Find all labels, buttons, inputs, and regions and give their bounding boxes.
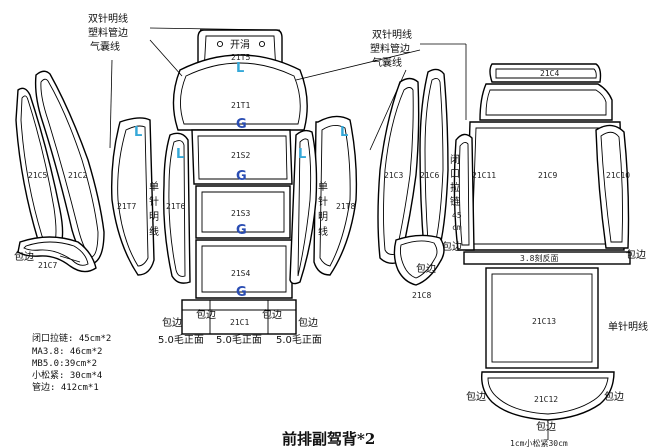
kaijuan-label: 开涓 [230,39,250,51]
grain-mark-l: L [176,147,184,162]
binding-label: 包边 [262,308,282,321]
binding-label: 包边 [14,250,34,263]
piece-21T8 [313,115,358,276]
code-21C5: 21C5 [28,171,47,180]
spec-line: 小松紧: 30cm*4 [32,369,102,381]
piece-21C1 [181,299,297,335]
svg-text:明: 明 [149,211,159,223]
svg-text:线: 线 [318,225,328,238]
spec-line: MB5.0:39cm*2 [32,359,97,369]
code-21C1: 21C1 [230,318,249,327]
grain-mark-l: L [134,125,142,140]
code-21C3: 21C3 [384,171,403,180]
spec-line: 管边: 412cm*1 [32,381,99,393]
code-21C8: 21C8 [412,291,431,300]
leader-lines [59,27,467,263]
grain-mark-g: G [236,223,247,238]
closed-zip-label: 闭 口 拉 链 45 cm [450,153,462,232]
code-21C2: 21C2 [68,171,87,180]
code-21C4: 21C4 [540,69,559,78]
code-21C11: 21C11 [472,171,496,180]
piece-21S2 [191,129,293,185]
elastic-label: 1cm小松紧30cm [510,438,568,448]
grain-mark-l: L [340,125,348,140]
piece-21T6 [162,132,191,284]
grain-mark-l: L [236,61,244,76]
spec-line: MA3.8: 46cm*2 [32,347,102,357]
piece-21C6 [419,68,449,253]
binding-label: 包边 [536,420,556,433]
piece-21S3 [195,185,291,239]
piece-21C13 [485,267,599,369]
reverse-face-strip [463,251,631,265]
binding-label: 包边 [442,240,462,253]
single-stitch-c13: 单针明线 [608,320,648,333]
piece-21S4 [195,239,293,299]
svg-text:明: 明 [318,211,328,223]
binding-label: 包边 [196,308,216,321]
single-stitch-right: 单 针 明 线 [318,181,328,238]
svg-text:45: 45 [452,211,462,220]
code-21T5: 21T5 [231,53,250,62]
code-21S4: 21S4 [231,269,250,278]
code-21S3: 21S3 [231,209,250,218]
svg-text:单: 单 [149,181,159,193]
grain-mark-g: G [236,285,247,300]
svg-text:拉: 拉 [450,181,460,194]
binding-label: 包边 [162,316,182,329]
callout-right-stitch: 双针明线 塑料管边 气囊线 [370,28,412,69]
svg-text:双针明线: 双针明线 [88,12,128,25]
grain-mark-g: G [236,117,247,132]
code-21T7: 21T7 [117,202,136,211]
svg-text:链: 链 [450,195,460,208]
single-stitch-left: 单 针 明 线 [149,181,159,238]
svg-text:针: 针 [149,195,159,208]
code-21T8: 21T8 [336,202,355,211]
svg-text:气囊线: 气囊线 [372,56,402,69]
code-21C7: 21C7 [38,261,57,270]
binding-label: 包边 [298,316,318,329]
binding-label: 包边 [626,248,646,261]
binding-label: 包边 [604,390,624,403]
piece-21C7 [17,236,97,273]
svg-text:闭: 闭 [450,153,460,166]
binding-label: 包边 [466,390,486,403]
svg-text:塑料管边: 塑料管边 [370,42,410,55]
binding-label: 包边 [416,262,436,275]
code-21C12: 21C12 [534,395,558,404]
code-21T6: 21T6 [166,202,185,211]
spec-list: 闭口拉链: 45cm*2 MA3.8: 46cm*2 MB5.0:39cm*2 … [32,332,111,393]
code-21C6: 21C6 [420,171,439,180]
face-label: 5.0毛正面 [276,334,322,346]
code-21C10: 21C10 [606,171,630,180]
grain-mark-g: G [236,169,247,184]
diagram-title: 前排副驾背*2 [282,430,375,448]
svg-text:口: 口 [450,169,460,180]
piece-21C4 [489,63,602,83]
svg-text:针: 针 [318,195,328,208]
svg-text:线: 线 [149,225,159,238]
code-21S2: 21S2 [231,151,250,160]
piece-21C2 [34,70,105,265]
piece-21T7 [111,117,155,276]
callout-left-stitch: 双针明线 塑料管边 气囊线 [88,12,128,53]
piece-21T1 [172,54,308,131]
spec-line: 闭口拉链: 45cm*2 [32,332,111,344]
svg-text:双针明线: 双针明线 [372,28,412,41]
svg-text:单: 单 [318,181,328,193]
grain-mark-l: L [298,147,306,162]
svg-text:塑料管边: 塑料管边 [88,26,128,39]
piece-21C8 [393,234,445,286]
svg-text:cm: cm [452,223,462,232]
code-21T1: 21T1 [231,101,250,110]
svg-text:气囊线: 气囊线 [90,40,120,53]
reverse-face-label: 3.8刻反面 [520,253,558,263]
face-label: 5.0毛正面 [216,334,262,346]
face-label: 5.0毛正面 [158,334,204,346]
code-21C9: 21C9 [538,171,557,180]
code-21C13: 21C13 [532,317,556,326]
